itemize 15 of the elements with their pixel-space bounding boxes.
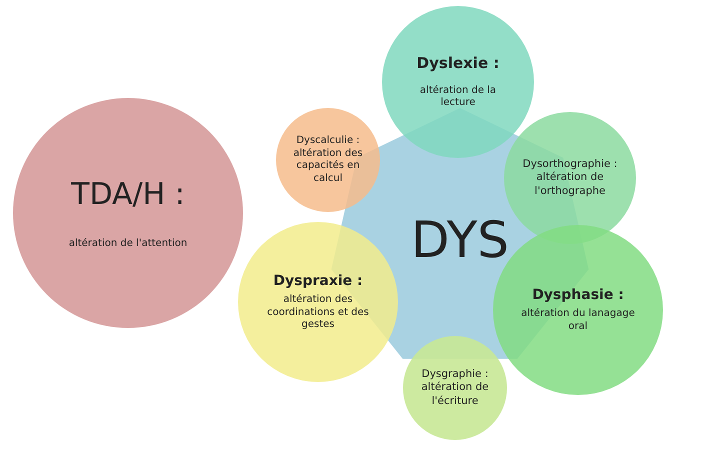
node-description: altération de la lecture bbox=[418, 84, 498, 110]
node-heading: Dysorthographie : bbox=[522, 158, 618, 172]
node-heading: DYS bbox=[410, 210, 510, 271]
node-heading: TDA/H : bbox=[71, 176, 185, 214]
node-description: altération de l'attention bbox=[68, 238, 188, 250]
node-heading: Dyscalculie : bbox=[296, 135, 360, 148]
node-heading: Dysphasie : bbox=[532, 286, 624, 304]
node-description: altération des capacités en calcul bbox=[292, 148, 364, 185]
node-heading: Dyslexie : bbox=[416, 54, 500, 73]
node-description: altération de l'écriture bbox=[420, 381, 490, 408]
node-description: altération des coordinations et des gestes bbox=[266, 294, 370, 332]
node-description: altération de l'orthographe bbox=[534, 171, 606, 198]
node-description: altération du lanagage oral bbox=[520, 308, 636, 334]
node-heading: Dysgraphie : bbox=[422, 368, 488, 382]
node-heading: Dyspraxie : bbox=[273, 272, 363, 290]
